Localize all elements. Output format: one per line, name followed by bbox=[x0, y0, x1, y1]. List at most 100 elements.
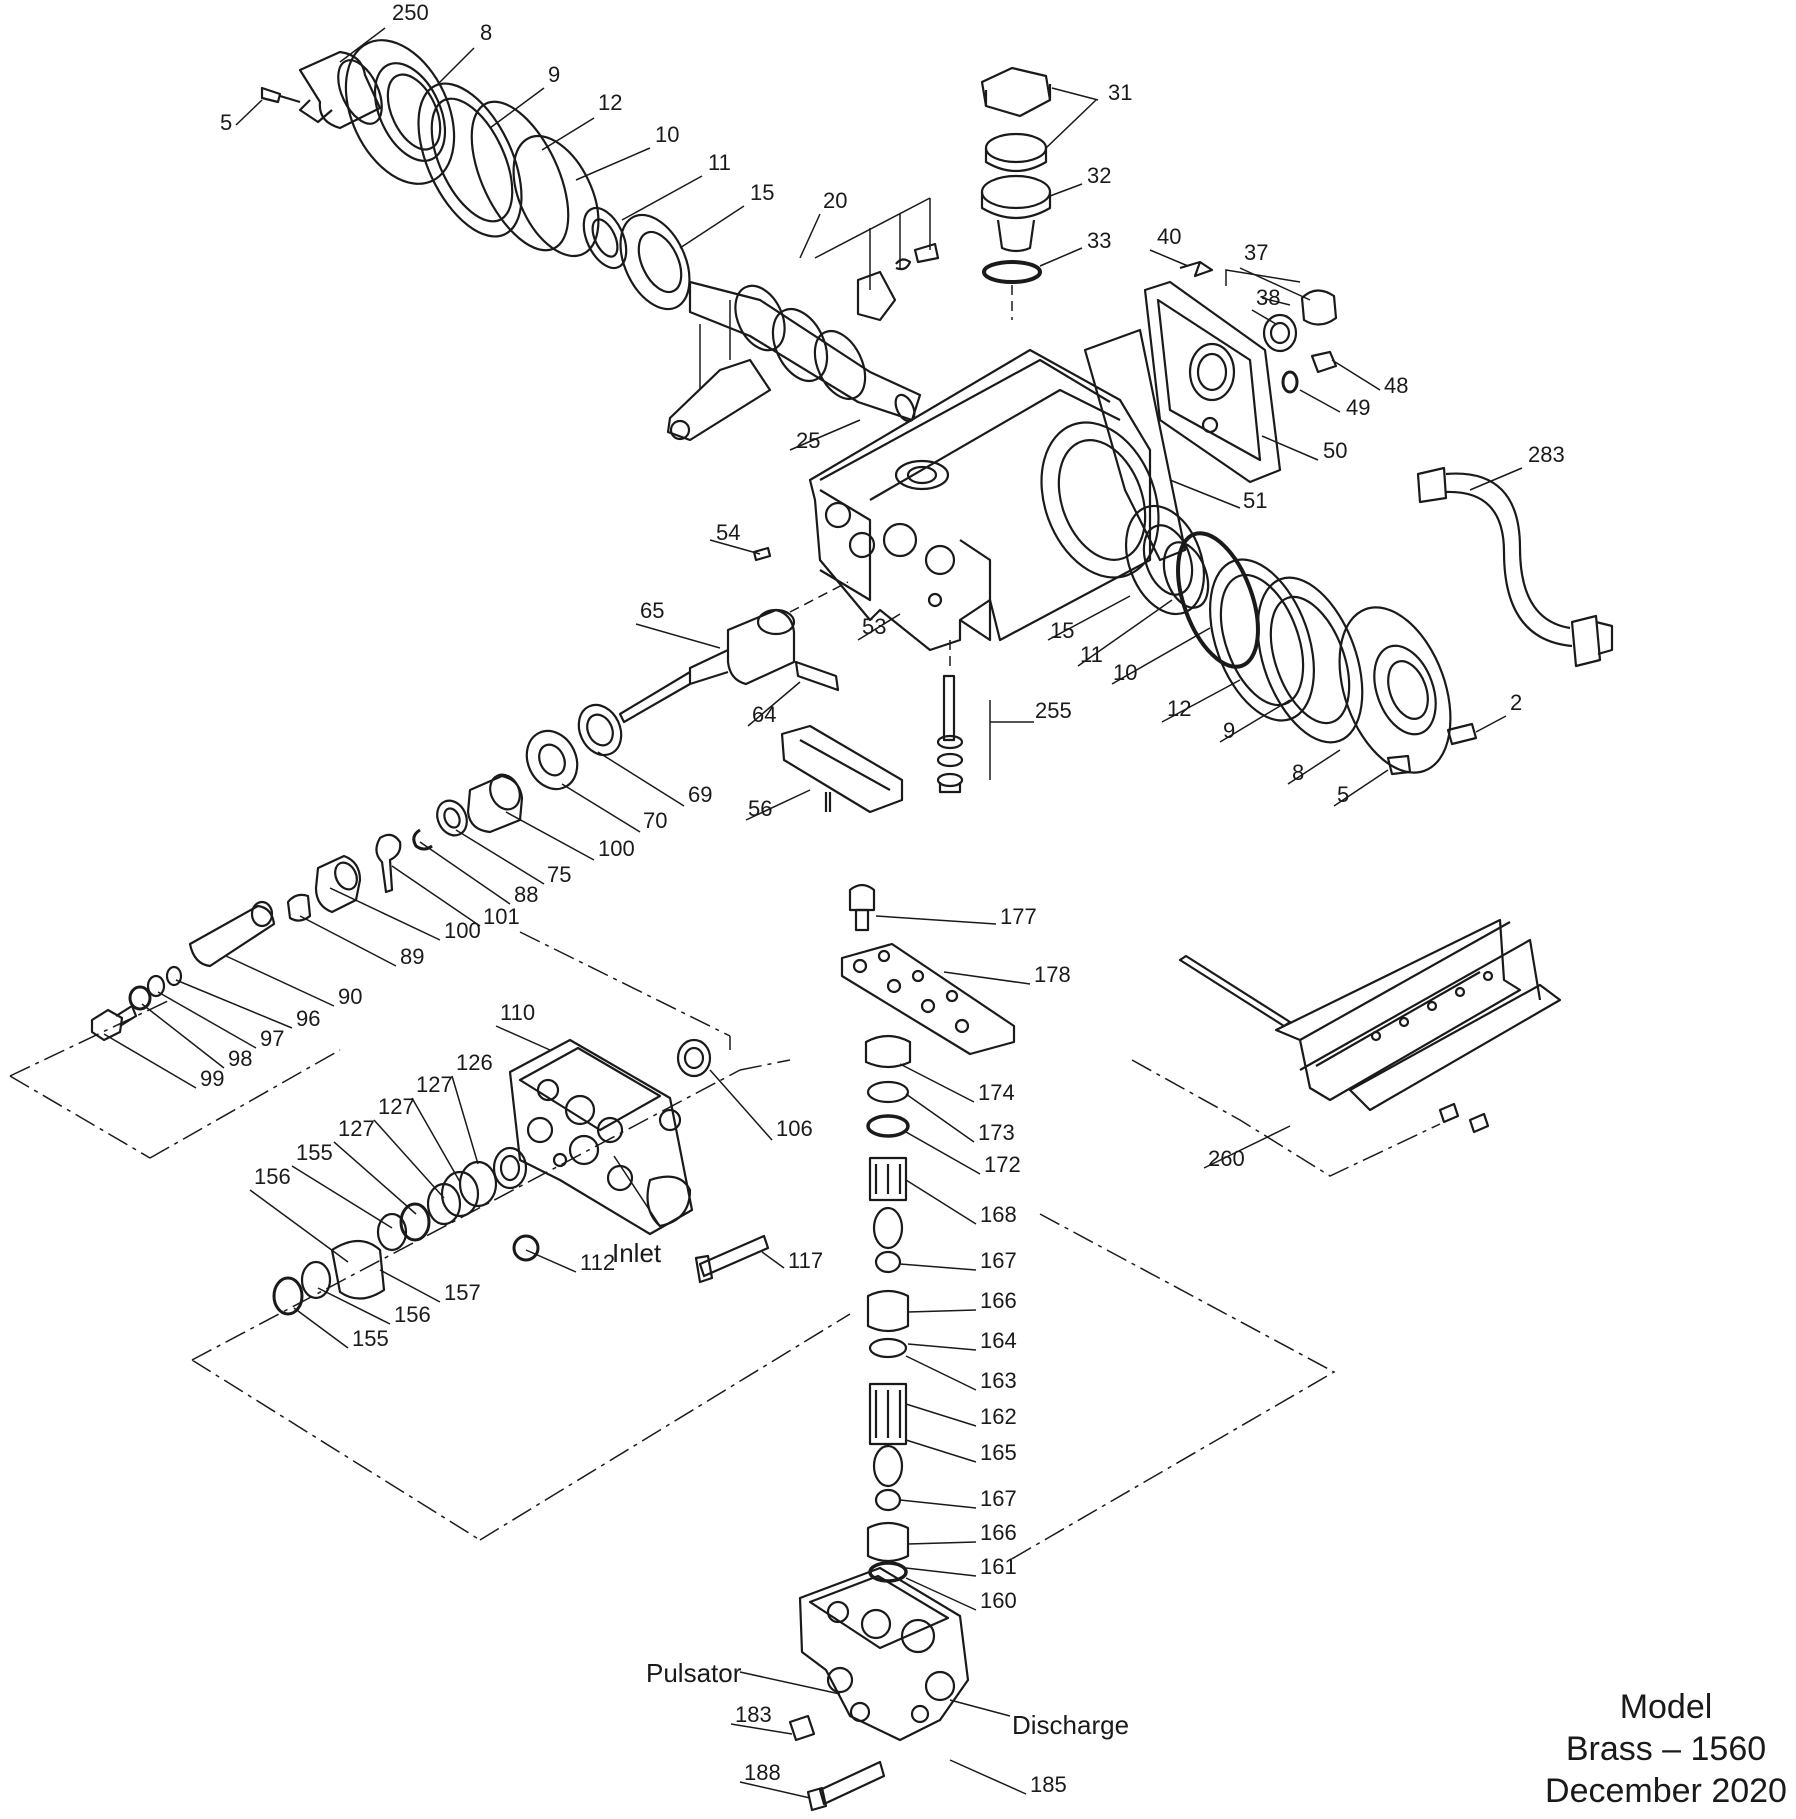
part-label-p2: 2 bbox=[1510, 690, 1522, 715]
part-label-p188: 188 bbox=[744, 1760, 781, 1785]
part-label-p98: 98 bbox=[228, 1046, 252, 1071]
part-label-p8b: 8 bbox=[1292, 760, 1304, 785]
part-label-p100a: 100 bbox=[598, 836, 635, 861]
hose-283 bbox=[1416, 466, 1614, 668]
part-label-p100b: 100 bbox=[444, 918, 481, 943]
pulsator-label: Pulsator bbox=[646, 1658, 742, 1688]
part-label-p126: 126 bbox=[456, 1050, 493, 1075]
part-label-p155b: 155 bbox=[352, 1326, 389, 1351]
part-label-p250: 250 bbox=[392, 0, 429, 25]
part-label-p174: 174 bbox=[978, 1080, 1015, 1105]
base-rail-260 bbox=[1178, 918, 1562, 1134]
part-label-p155a: 155 bbox=[296, 1140, 333, 1165]
leader-lines bbox=[103, 27, 1523, 1799]
part-label-p37: 37 bbox=[1244, 240, 1268, 265]
part-label-p38: 38 bbox=[1256, 285, 1280, 310]
part-label-p178: 178 bbox=[1034, 962, 1071, 987]
inlet-label: Inlet bbox=[612, 1238, 662, 1268]
discharge-manifold bbox=[788, 1566, 970, 1812]
model-info-block: Model Brass – 1560 December 2020 bbox=[1545, 1688, 1787, 1810]
part-label-p106: 106 bbox=[776, 1116, 813, 1141]
rear-cover-group bbox=[1083, 260, 1338, 562]
part-label-p160: 160 bbox=[980, 1588, 1017, 1613]
part-label-p110: 110 bbox=[500, 1000, 535, 1025]
part-label-p11a: 11 bbox=[708, 150, 731, 175]
part-label-p162: 162 bbox=[980, 1404, 1017, 1429]
part-label-p65: 65 bbox=[640, 598, 664, 623]
part-label-p10a: 10 bbox=[655, 122, 679, 147]
part-label-p12a: 12 bbox=[598, 90, 622, 115]
part-label-p97: 97 bbox=[260, 1026, 284, 1051]
part-label-p9a: 9 bbox=[548, 62, 560, 87]
discharge-label: Discharge bbox=[1012, 1710, 1129, 1740]
part-label-p112: 112 bbox=[580, 1250, 615, 1275]
part-label-p183: 183 bbox=[735, 1702, 772, 1727]
part-label-p51: 51 bbox=[1243, 488, 1267, 513]
part-label-p255: 255 bbox=[1035, 698, 1072, 723]
part-label-p165: 165 bbox=[980, 1440, 1017, 1465]
oil-fill-cap-group bbox=[980, 66, 1052, 320]
part-label-p172: 172 bbox=[984, 1152, 1021, 1177]
part-label-p33: 33 bbox=[1087, 228, 1111, 253]
crankcase bbox=[808, 348, 1160, 652]
part-label-p127b: 127 bbox=[378, 1094, 415, 1119]
part-label-p156b: 156 bbox=[394, 1302, 431, 1327]
part-label-p156a: 156 bbox=[254, 1164, 291, 1189]
part-label-p53: 53 bbox=[862, 614, 886, 639]
bearing-cover-group-right bbox=[1125, 504, 1478, 776]
part-label-p117: 117 bbox=[788, 1248, 823, 1273]
part-label-p177: 177 bbox=[1000, 904, 1037, 929]
part-label-p48: 48 bbox=[1384, 373, 1408, 398]
part-label-p166a: 166 bbox=[980, 1288, 1017, 1313]
part-label-p99: 99 bbox=[200, 1066, 224, 1091]
part-label-p101: 101 bbox=[483, 904, 520, 929]
part-label-p20: 20 bbox=[823, 188, 847, 213]
part-label-p31: 31 bbox=[1108, 80, 1132, 105]
bearing-cover-group-left bbox=[260, 39, 691, 311]
part-label-p5b: 5 bbox=[1337, 782, 1349, 807]
inlet-manifold-group bbox=[272, 1038, 770, 1316]
part-label-p167a: 167 bbox=[980, 1248, 1017, 1273]
part-label-p70: 70 bbox=[643, 808, 667, 833]
part-label-p56: 56 bbox=[748, 796, 772, 821]
part-label-p166b: 166 bbox=[980, 1520, 1017, 1545]
part-label-p89: 89 bbox=[400, 944, 424, 969]
part-label-p96: 96 bbox=[296, 1006, 320, 1031]
part-label-p40: 40 bbox=[1157, 224, 1181, 249]
part-label-p54: 54 bbox=[716, 520, 740, 545]
part-label-p8a: 8 bbox=[480, 20, 492, 45]
part-label-p157: 157 bbox=[444, 1280, 481, 1305]
part-label-p9b: 9 bbox=[1223, 718, 1235, 743]
part-label-p164: 164 bbox=[980, 1328, 1017, 1353]
assembly-boundaries bbox=[9, 931, 1441, 1561]
part-label-p161: 161 bbox=[980, 1554, 1017, 1579]
part-label-p283: 283 bbox=[1528, 442, 1565, 467]
part-label-p163: 163 bbox=[980, 1368, 1017, 1393]
model-name: Brass – 1560 bbox=[1566, 1730, 1766, 1768]
model-heading: Model bbox=[1620, 1688, 1713, 1726]
model-date: December 2020 bbox=[1545, 1772, 1787, 1810]
part-label-p11b: 11 bbox=[1080, 642, 1103, 667]
part-label-p127a: 127 bbox=[416, 1072, 453, 1097]
part-label-p90: 90 bbox=[338, 984, 362, 1009]
plunger-rod-group bbox=[618, 546, 964, 814]
part-label-p12b: 12 bbox=[1167, 696, 1191, 721]
part-label-p75: 75 bbox=[547, 862, 571, 887]
valve-stack bbox=[840, 883, 1016, 1583]
packing-group bbox=[90, 703, 623, 1042]
part-label-p15a: 15 bbox=[750, 180, 774, 205]
part-label-p10b: 10 bbox=[1113, 660, 1137, 685]
part-label-p88: 88 bbox=[514, 882, 538, 907]
part-label-p127c: 127 bbox=[338, 1116, 375, 1141]
part-label-p173: 173 bbox=[978, 1120, 1015, 1145]
part-label-p50: 50 bbox=[1323, 438, 1347, 463]
part-label-p64: 64 bbox=[752, 702, 776, 727]
part-label-p5a: 5 bbox=[220, 110, 232, 135]
part-label-p32: 32 bbox=[1087, 163, 1111, 188]
part-label-p168: 168 bbox=[980, 1202, 1017, 1227]
crankshaft-assembly bbox=[666, 197, 940, 442]
part-label-p167b: 167 bbox=[980, 1486, 1017, 1511]
part-label-p15b: 15 bbox=[1050, 618, 1074, 643]
